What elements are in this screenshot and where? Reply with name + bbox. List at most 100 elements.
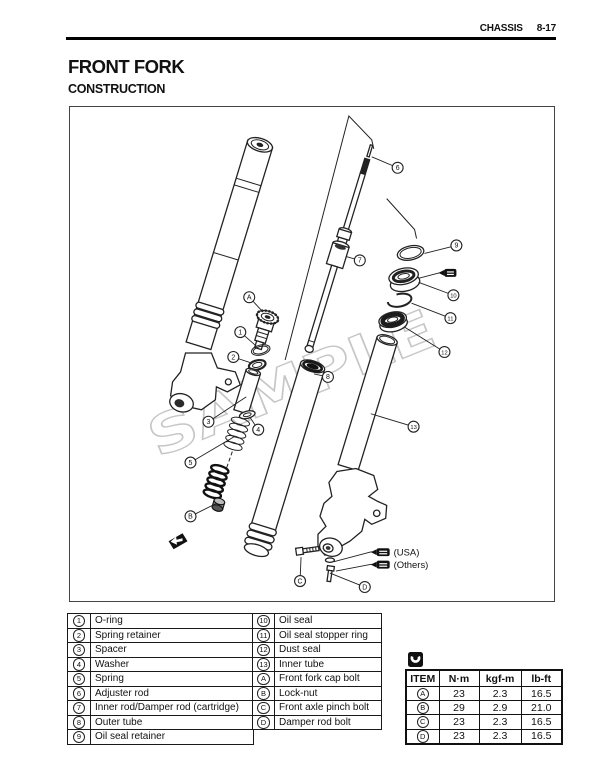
torque-header-cell: kgf-m xyxy=(478,669,522,687)
part-number-cell: 1 xyxy=(67,613,91,629)
callout-7: 7 xyxy=(345,254,366,267)
svg-text:7: 7 xyxy=(358,258,362,265)
part-label-cell: Inner tube xyxy=(274,656,382,672)
exploded-diagram: SAMPLE xyxy=(69,106,555,602)
header-rule xyxy=(66,37,556,40)
assembly-guide-line-right xyxy=(386,198,418,239)
chapter-label: CHASSIS xyxy=(479,23,523,34)
callout-A: A xyxy=(243,291,264,313)
others-label: (Others) xyxy=(394,560,429,571)
parts-row: 3 Spacer xyxy=(67,642,254,658)
torque-lbft-cell: 21.0 xyxy=(520,700,563,716)
circled-mark-5: 5 xyxy=(72,672,86,685)
part-label-cell: Oil seal retainer xyxy=(90,729,254,745)
part-number-cell: 7 xyxy=(67,700,91,716)
svg-text:2: 2 xyxy=(231,354,235,361)
fwd-arrow-icon xyxy=(168,533,188,550)
callout-3: 3 xyxy=(202,396,247,428)
page-header: CHASSIS 8-17 xyxy=(480,23,556,34)
outer-tube xyxy=(243,359,326,558)
torque-lbft-cell: 16.5 xyxy=(520,685,563,702)
svg-text:8: 8 xyxy=(326,374,330,381)
damper-rod-bolt xyxy=(324,557,336,583)
part-number-cell: D xyxy=(252,714,275,730)
torque-nm-cell: 23 xyxy=(438,728,480,745)
part-label-cell: Washer xyxy=(90,656,254,672)
circled-mark-A: A xyxy=(416,687,429,701)
torque-item-cell: D xyxy=(405,728,440,745)
axle-holder-casting xyxy=(317,467,388,557)
circled-mark-12: 12 xyxy=(257,643,270,656)
lock-nut xyxy=(211,497,226,512)
callout-6: 6 xyxy=(371,156,404,174)
circled-mark-D: D xyxy=(257,716,270,729)
parts-row: 4 Washer xyxy=(67,656,254,672)
part-label-cell: Lock-nut xyxy=(274,685,382,701)
o-ring xyxy=(250,344,271,356)
washer xyxy=(238,410,256,420)
spring-upper xyxy=(223,416,251,451)
usa-leader xyxy=(333,551,372,563)
circled-mark-6: 6 xyxy=(72,687,86,700)
circled-mark-1: 1 xyxy=(72,614,86,627)
torque-item-cell: C xyxy=(405,714,440,730)
circled-mark-3: 3 xyxy=(72,643,86,656)
damper-rod-assembly xyxy=(304,143,374,354)
callout-12: 12 xyxy=(404,326,451,359)
front-fork-diagram-svg: SAMPLE xyxy=(138,114,463,594)
svg-text:13: 13 xyxy=(410,425,416,431)
assembly-guide-line-left xyxy=(284,114,375,361)
part-label-cell: Damper rod bolt xyxy=(274,714,382,730)
circled-mark-B: B xyxy=(257,687,270,700)
spring-break-line xyxy=(225,451,233,469)
part-label-cell: Spacer xyxy=(90,642,254,658)
part-number-cell: 3 xyxy=(67,642,91,658)
svg-text:5: 5 xyxy=(189,460,193,467)
part-label-cell: Front axle pinch bolt xyxy=(274,700,382,716)
front-axle-pinch-bolt xyxy=(294,545,320,556)
torque-item-cell: A xyxy=(405,685,440,702)
callout-4: 4 xyxy=(249,417,265,436)
grease-leader xyxy=(418,272,440,279)
part-label-cell: Spring retainer xyxy=(90,627,254,643)
circled-mark-9: 9 xyxy=(72,730,86,743)
part-number-cell: 11 xyxy=(252,627,275,643)
circled-mark-7: 7 xyxy=(72,701,86,714)
part-number-cell: 13 xyxy=(252,656,275,672)
svg-text:B: B xyxy=(188,514,193,521)
svg-text:3: 3 xyxy=(206,419,210,426)
callout-5: 5 xyxy=(184,436,235,469)
callout-11: 11 xyxy=(411,302,457,325)
torque-header-cell: lb-ft xyxy=(520,669,563,687)
page-title: FRONT FORK xyxy=(68,56,185,77)
svg-text:1: 1 xyxy=(238,329,242,336)
svg-text:6: 6 xyxy=(396,165,400,172)
part-number-cell: 10 xyxy=(252,613,275,629)
svg-text:A: A xyxy=(247,295,252,302)
callout-D: D xyxy=(329,572,371,594)
section-subtitle: CONSTRUCTION xyxy=(68,82,166,96)
torque-header-cell: N·m xyxy=(438,669,480,687)
circled-mark-4: 4 xyxy=(72,658,86,671)
svg-text:4: 4 xyxy=(256,427,260,434)
callout-C: C xyxy=(294,557,307,588)
threadlock-others-icon xyxy=(370,560,390,569)
page-number: 8-17 xyxy=(536,23,556,34)
part-number-cell: 9 xyxy=(67,729,91,745)
circled-mark-A: A xyxy=(257,672,270,685)
inner-tube xyxy=(337,334,398,472)
adjuster-rod xyxy=(366,143,374,158)
torque-kgfm-cell: 2.3 xyxy=(478,714,522,730)
part-number-cell: 12 xyxy=(252,642,275,658)
threadlock-usa-icon xyxy=(370,548,390,557)
